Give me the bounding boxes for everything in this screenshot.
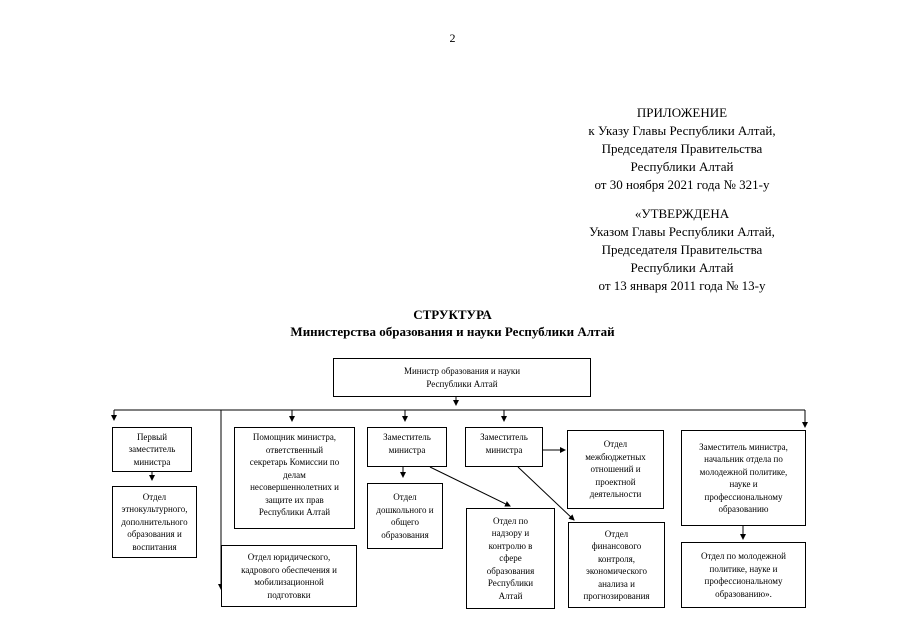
- assistant-box: Помощник министра, ответственный секрета…: [234, 427, 355, 529]
- minister-line: Республики Алтай: [426, 378, 498, 389]
- box-line: кадрового обеспечения и: [241, 564, 337, 575]
- dept-finance-box: Отдел финансового контроля, экономическо…: [568, 522, 665, 608]
- dept-legal-box: Отдел юридического, кадрового обеспечени…: [221, 545, 357, 607]
- box-line: начальник отдела по: [704, 454, 783, 464]
- box-line: Алтай: [498, 590, 523, 601]
- minister-line: Министр образования и науки: [403, 366, 521, 376]
- approved-line: Республики Алтай: [630, 260, 734, 275]
- box-line: Заместитель: [383, 432, 431, 442]
- box-line: секретарь Комиссии по: [249, 457, 340, 467]
- structure-subtitle: Министерства образования и науки Республ…: [290, 324, 615, 339]
- box-line: молодежной политике,: [699, 466, 788, 477]
- box-line: экономического: [585, 566, 648, 576]
- box-line: Республики Алтай: [258, 507, 331, 517]
- deputy-head-box: Заместитель министра, начальник отдела п…: [681, 430, 806, 526]
- box-line: несовершеннолетних и: [250, 482, 339, 492]
- box-line: министра: [133, 456, 171, 467]
- first-deputy-box: Первый заместитель министра: [112, 427, 192, 472]
- box-line: Отдел: [142, 491, 167, 502]
- appendix-block: ПРИЛОЖЕНИЕ к Указу Главы Республики Алта…: [560, 104, 804, 194]
- dept-supervision-box: Отдел по надзору и контролю в сфере обра…: [466, 508, 555, 609]
- box-line: Отдел: [604, 528, 629, 539]
- box-line: подготовки: [267, 589, 311, 600]
- box-line: отношений и: [590, 464, 641, 475]
- box-line: проектной: [595, 476, 636, 487]
- deputy-a-box: Заместитель министра: [367, 427, 447, 467]
- box-line: общего: [391, 517, 419, 527]
- box-line: Заместитель: [480, 432, 528, 442]
- appendix-line: ПРИЛОЖЕНИЕ: [636, 105, 728, 120]
- box-line: Отдел: [393, 492, 417, 502]
- box-line: делам: [283, 469, 306, 480]
- box-line: ответственный: [265, 444, 324, 455]
- box-line: образованию».: [715, 588, 772, 599]
- box-line: мобилизационной: [254, 577, 324, 587]
- box-line: дошкольного и: [376, 504, 434, 515]
- box-line: образования и: [127, 529, 182, 540]
- box-line: надзору и: [491, 528, 530, 539]
- approved-line: Председателя Правительства: [601, 242, 763, 257]
- approved-line: Указом Главы Республики Алтай,: [589, 224, 775, 239]
- box-line: контролю в: [488, 540, 533, 551]
- deputy-b-box: Заместитель министра: [465, 427, 543, 467]
- dept-ethnocultural-box: Отдел этнокультурного, дополнительного о…: [112, 486, 197, 558]
- box-line: Помощник министра,: [252, 432, 337, 442]
- dept-interbudget-box: Отдел межбюджетных отношений и проектной…: [567, 430, 664, 509]
- box-line: Первый: [136, 431, 168, 442]
- appendix-line: Республики Алтай: [630, 159, 734, 174]
- box-line: этнокультурного,: [121, 504, 188, 515]
- approved-line: «УТВЕРЖДЕНА: [634, 206, 730, 221]
- approved-line: от 13 января 2011 года № 13-у: [598, 278, 766, 293]
- box-line: Республики: [487, 578, 534, 589]
- appendix-line: к Указу Главы Республики Алтай,: [588, 123, 776, 138]
- box-line: образования: [486, 565, 535, 576]
- box-line: деятельности: [589, 489, 642, 500]
- dept-youth-box: Отдел по молодежной политике, науке и пр…: [681, 542, 806, 608]
- box-line: заместитель: [128, 444, 176, 455]
- box-line: образованию: [718, 504, 769, 514]
- approved-block: «УТВЕРЖДЕНА Указом Главы Республики Алта…: [560, 205, 804, 295]
- box-line: Отдел по молодежной: [701, 551, 786, 561]
- box-line: министра: [388, 444, 426, 455]
- box-line: межбюджетных: [585, 451, 646, 462]
- box-line: Заместитель министра,: [699, 441, 788, 452]
- box-line: Отдел юридического,: [247, 552, 331, 562]
- appendix-line: Председателя Правительства: [601, 141, 763, 156]
- box-line: сфере: [499, 553, 522, 564]
- box-line: воспитания: [132, 541, 177, 552]
- box-line: министра: [485, 444, 523, 455]
- box-line: политике, науке и: [709, 563, 778, 574]
- box-line: контроля,: [597, 553, 636, 564]
- box-line: науке и: [729, 479, 758, 489]
- box-line: защите их прав: [265, 494, 324, 505]
- box-line: образования: [381, 529, 429, 540]
- box-line: Отдел по: [493, 515, 528, 526]
- box-line: Отдел: [603, 439, 628, 450]
- minister-box: Министр образования и науки Республики А…: [333, 358, 591, 397]
- box-line: профессиональному: [704, 491, 783, 502]
- page-number: 2: [449, 31, 456, 45]
- box-line: дополнительного: [121, 516, 188, 527]
- dept-preschool-box: Отдел дошкольного и общего образования: [367, 483, 443, 549]
- structure-title: СТРУКТУРА: [413, 307, 492, 322]
- box-line: профессиональному: [704, 576, 783, 586]
- box-line: анализа и: [598, 578, 635, 589]
- box-line: финансового: [591, 541, 642, 551]
- appendix-line: от 30 ноября 2021 года № 321-у: [594, 177, 770, 192]
- box-line: прогнозирования: [583, 591, 650, 601]
